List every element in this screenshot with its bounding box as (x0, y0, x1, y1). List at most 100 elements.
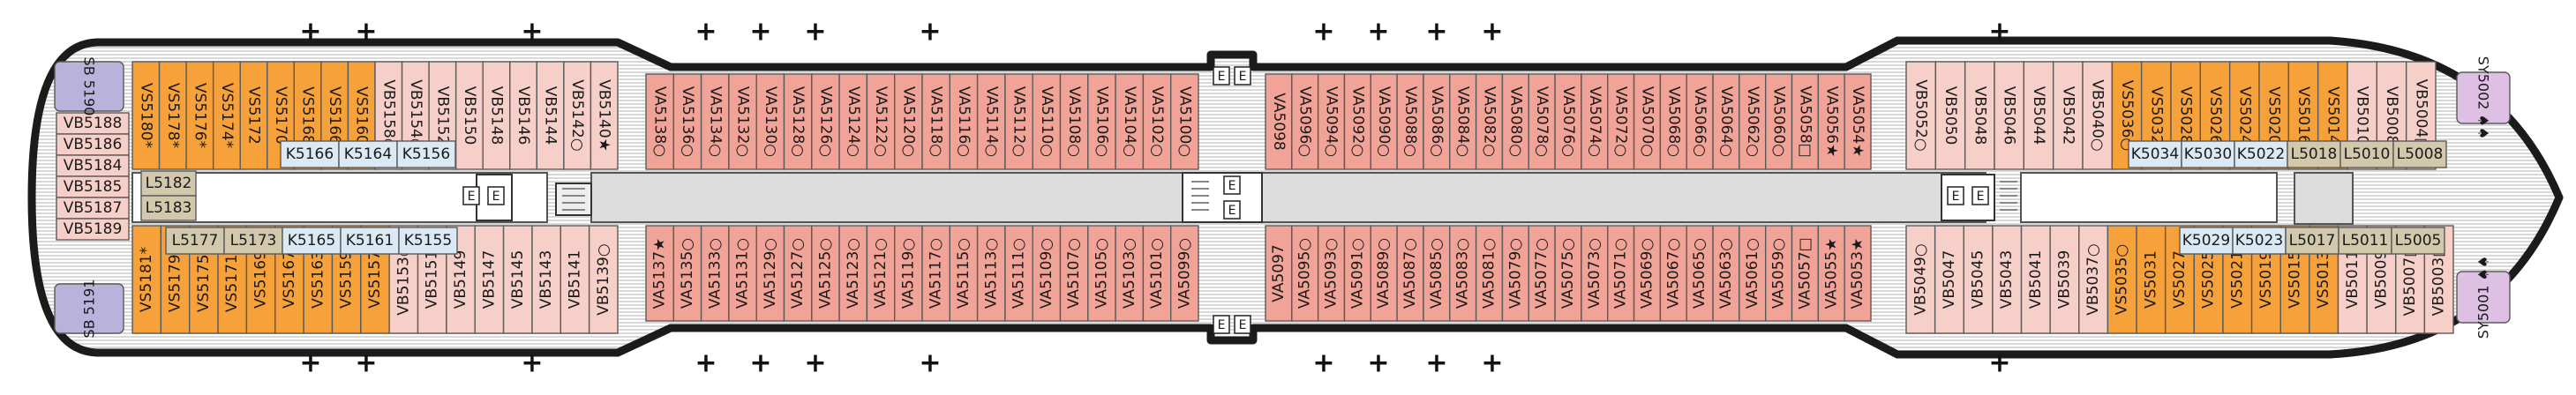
cabin-l5018[interactable]: L5018 (2287, 140, 2341, 168)
cabin-vb5042[interactable]: VB5042 (2052, 61, 2084, 170)
cabin-va5074[interactable]: VA5074○ (1581, 73, 1609, 170)
cabin-va5128[interactable]: VA5128○ (783, 73, 813, 170)
cabin-va5092[interactable]: VA5092○ (1343, 73, 1372, 170)
cabin-va5081[interactable]: VA5081○ (1475, 225, 1504, 322)
cabin-va5070[interactable]: VA5070○ (1633, 73, 1662, 170)
cabin-va5126[interactable]: VA5126○ (811, 73, 840, 170)
cabin-vb5052[interactable]: VB5052○ (1905, 61, 1937, 170)
suite-sb-5191[interactable]: SB 5191 (54, 279, 124, 339)
cabin-l5005[interactable]: L5005 (2391, 227, 2445, 255)
cabin-l5177[interactable]: L5177 (165, 227, 225, 255)
cabin-va5105[interactable]: VA5105○ (1087, 225, 1116, 322)
cabin-vb5049[interactable]: VB5049○ (1905, 225, 1936, 334)
cabin-va5068[interactable]: VA5068○ (1659, 73, 1687, 170)
cabin-va5063[interactable]: VA5063○ (1712, 225, 1740, 322)
cabin-k5164[interactable]: K5164 (338, 140, 398, 168)
cabin-va5117[interactable]: VA5117○ (921, 225, 950, 322)
cabin-va5089[interactable]: VA5089○ (1370, 225, 1398, 322)
cabin-vs5178[interactable]: VS5178* (158, 61, 187, 170)
cabin-va5115[interactable]: VA5115○ (949, 225, 979, 322)
cabin-va5073[interactable]: VA5073○ (1581, 225, 1609, 322)
cabin-vb5148[interactable]: VB5148 (482, 61, 511, 170)
cabin-l5017[interactable]: L5017 (2285, 227, 2339, 255)
cabin-va5111[interactable]: VA5111○ (1004, 225, 1033, 322)
cabin-va5138[interactable]: VA5138○ (645, 73, 674, 170)
cabin-va5061[interactable]: VA5061○ (1739, 225, 1767, 322)
cabin-vb5040[interactable]: VB5040○ (2082, 61, 2114, 170)
cabin-vb5141[interactable]: VB5141 (560, 225, 590, 334)
cabin-vb5142[interactable]: VB5142○ (563, 61, 592, 170)
cabin-va5100[interactable]: VA5100○ (1169, 73, 1199, 170)
cabin-vs5172[interactable]: VS5172 (239, 61, 268, 170)
cabin-va5127[interactable]: VA5127○ (783, 225, 813, 322)
cabin-vb5044[interactable]: VB5044 (2023, 61, 2054, 170)
cabin-vb5146[interactable]: VB5146 (509, 61, 538, 170)
cabin-k5023[interactable]: K5023 (2232, 227, 2287, 255)
cabin-va5124[interactable]: VA5124○ (838, 73, 868, 170)
cabin-va5076[interactable]: VA5076○ (1554, 73, 1582, 170)
cabin-vb5048[interactable]: VB5048 (1964, 61, 1995, 170)
cabin-vb5143[interactable]: VB5143 (531, 225, 561, 334)
cabin-va5116[interactable]: VA5116○ (949, 73, 979, 170)
cabin-va5058[interactable]: VA5058□ (1791, 73, 1820, 170)
cabin-va5086[interactable]: VA5086○ (1423, 73, 1451, 170)
cabin-vb5147[interactable]: VB5147 (474, 225, 505, 334)
cabin-va5065[interactable]: VA5065○ (1686, 225, 1714, 322)
cabin-va5109[interactable]: VA5109○ (1032, 225, 1062, 322)
cabin-k5155[interactable]: K5155 (398, 227, 458, 255)
cabin-vb5185[interactable]: VB5185 (56, 175, 130, 198)
cabin-va5103[interactable]: VA5103○ (1115, 225, 1145, 322)
cabin-va5135[interactable]: VA5135○ (672, 225, 702, 322)
cabin-vs5176[interactable]: VS5176* (185, 61, 214, 170)
cabin-vb5189[interactable]: VB5189 (56, 218, 130, 241)
cabin-vb5184[interactable]: VB5184 (56, 154, 130, 177)
cabin-va5137[interactable]: VA5137★ (645, 225, 674, 322)
cabin-va5123[interactable]: VA5123○ (838, 225, 868, 322)
cabin-va5066[interactable]: VA5066○ (1686, 73, 1714, 170)
cabin-va5077[interactable]: VA5077○ (1528, 225, 1556, 322)
cabin-va5082[interactable]: VA5082○ (1475, 73, 1504, 170)
cabin-l5182[interactable]: L5182 (140, 170, 197, 197)
cabin-vb5041[interactable]: VB5041 (2020, 225, 2051, 334)
cabin-vb5140[interactable]: VB5140★ (590, 61, 619, 170)
cabin-vb5046[interactable]: VB5046 (1994, 61, 2025, 170)
cabin-vs5181[interactable]: VS5181* (131, 225, 162, 334)
cabin-va5125[interactable]: VA5125○ (811, 225, 840, 322)
cabin-va5094[interactable]: VA5094○ (1317, 73, 1346, 170)
cabin-va5093[interactable]: VA5093○ (1317, 225, 1346, 322)
cabin-va5097[interactable]: VA5097 (1265, 225, 1293, 322)
cabin-va5085[interactable]: VA5085○ (1423, 225, 1451, 322)
cabin-vb5187[interactable]: VB5187 (56, 197, 130, 220)
cabin-va5110[interactable]: VA5110○ (1032, 73, 1062, 170)
cabin-va5060[interactable]: VA5060○ (1764, 73, 1793, 170)
cabin-va5080[interactable]: VA5080○ (1501, 73, 1529, 170)
cabin-va5119[interactable]: VA5119○ (894, 225, 923, 322)
cabin-va5083[interactable]: VA5083○ (1449, 225, 1477, 322)
cabin-vs5035[interactable]: VS5035○ (2107, 225, 2137, 334)
cabin-va5075[interactable]: VA5075○ (1554, 225, 1582, 322)
cabin-va5108[interactable]: VA5108○ (1059, 73, 1089, 170)
cabin-vb5037[interactable]: VB5037○ (2078, 225, 2109, 334)
cabin-l5173[interactable]: L5173 (223, 227, 283, 255)
cabin-va5059[interactable]: VA5059○ (1764, 225, 1793, 322)
cabin-va5102[interactable]: VA5102○ (1142, 73, 1172, 170)
cabin-va5062[interactable]: VA5062○ (1739, 73, 1767, 170)
cabin-va5114[interactable]: VA5114○ (976, 73, 1006, 170)
cabin-va5090[interactable]: VA5090○ (1370, 73, 1398, 170)
cabin-va5091[interactable]: VA5091○ (1343, 225, 1372, 322)
cabin-va5120[interactable]: VA5120○ (894, 73, 923, 170)
cabin-va5130[interactable]: VA5130○ (755, 73, 785, 170)
cabin-va5054[interactable]: VA5054★ (1844, 73, 1872, 170)
cabin-l5010[interactable]: L5010 (2339, 140, 2394, 168)
cabin-l5183[interactable]: L5183 (140, 195, 197, 221)
cabin-va5132[interactable]: VA5132○ (728, 73, 757, 170)
cabin-va5106[interactable]: VA5106○ (1087, 73, 1116, 170)
cabin-vb5144[interactable]: VB5144 (536, 61, 565, 170)
cabin-va5113[interactable]: VA5113○ (976, 225, 1006, 322)
cabin-va5072[interactable]: VA5072○ (1607, 73, 1635, 170)
cabin-va5098[interactable]: VA5098 (1265, 73, 1293, 170)
cabin-va5053[interactable]: VA5053★ (1844, 225, 1872, 322)
cabin-vs5031[interactable]: VS5031 (2136, 225, 2167, 334)
suite-sy5002[interactable]: SY5002 ♠♠ (2456, 56, 2511, 139)
cabin-vb5047[interactable]: VB5047 (1934, 225, 1964, 334)
